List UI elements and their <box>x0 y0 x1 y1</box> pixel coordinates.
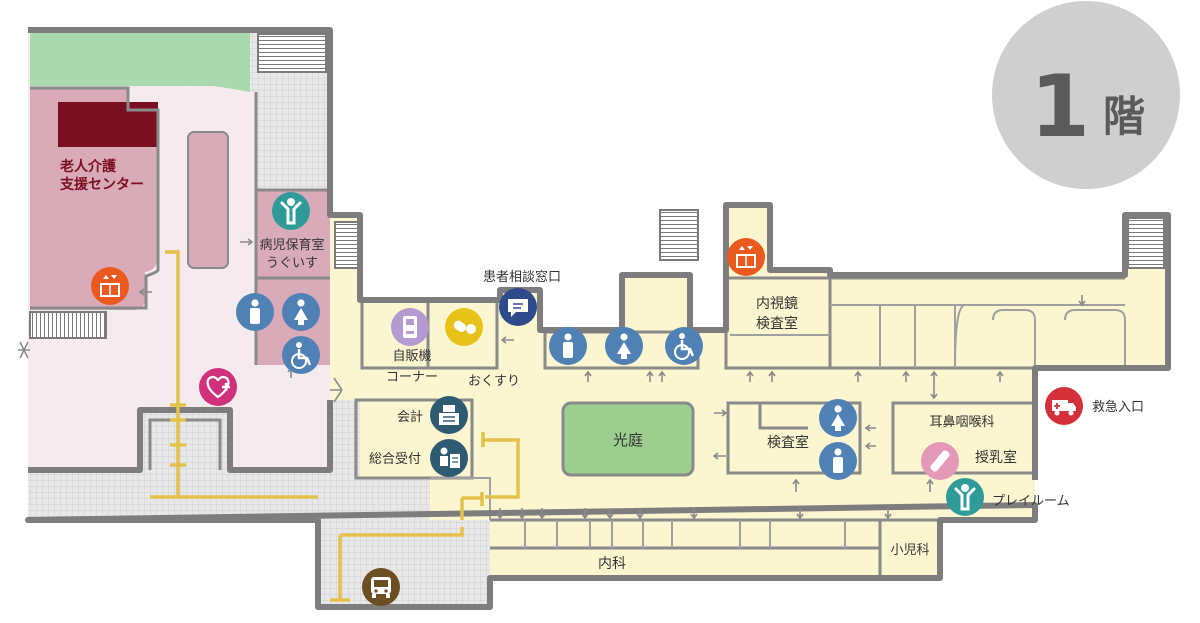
elevator-icon[interactable] <box>91 267 129 305</box>
register-icon[interactable] <box>430 396 468 434</box>
playroom-label: プレイルーム <box>992 494 1070 509</box>
stairs-central <box>334 221 360 269</box>
wheelchair-icon[interactable] <box>665 327 703 365</box>
courtyard-label: 光庭 <box>613 431 643 449</box>
reception-icon[interactable] <box>430 439 468 477</box>
wheelchair-icon[interactable] <box>282 336 320 374</box>
vending-label-1: 自販機 <box>392 349 431 364</box>
endoscopy-label-2: 検査室 <box>756 315 798 332</box>
ent-label: 耳鼻咽喉科 <box>929 414 994 430</box>
direction-arrows <box>18 238 1086 520</box>
room-labels: 老人介護 支援センター 病児保育室 うぐいす 患者相談窓口 自販機 コーナー お… <box>59 158 1144 572</box>
stairs-west <box>29 311 107 339</box>
elevator-icon[interactable] <box>727 238 765 276</box>
baby-bottle-icon <box>921 442 959 480</box>
pharmacy-label: おくすり <box>468 374 520 389</box>
pediatrics-label: 小児科 <box>890 543 929 558</box>
map-icons <box>91 192 1083 606</box>
restroom-female-icon[interactable] <box>282 293 320 331</box>
restroom-male-icon[interactable] <box>236 293 274 331</box>
reception-label: 総合受付 <box>369 452 421 467</box>
ambulance-icon[interactable] <box>1045 387 1083 425</box>
stairs-north-east <box>659 209 699 261</box>
medicine-icon <box>445 308 483 346</box>
restroom-female-icon[interactable] <box>605 327 643 365</box>
endoscopy-label-1: 内視鏡 <box>756 296 798 312</box>
emergency-label: 救急入口 <box>1092 399 1144 415</box>
elderly-care-label-1: 老人介護 <box>60 158 117 175</box>
floor-number: 1 <box>1030 57 1090 157</box>
nursing-label: 授乳室 <box>975 449 1017 466</box>
vending-label-2: コーナー <box>386 370 438 385</box>
west-wing <box>28 30 330 470</box>
vending-icon <box>391 308 429 346</box>
sick-child-label-2: うぐいす <box>266 256 318 271</box>
floor-suffix: 階 <box>1103 92 1145 141</box>
lab-label: 検査室 <box>767 434 809 451</box>
floor-badge: 1 階 <box>992 1 1180 189</box>
restroom-male-icon[interactable] <box>549 327 587 365</box>
garden <box>30 32 250 86</box>
restroom-female-icon[interactable] <box>819 399 857 437</box>
central-column <box>187 131 229 269</box>
courtyard <box>561 401 695 477</box>
internal-medicine-label: 内科 <box>598 556 626 572</box>
floor-badge-circle <box>992 1 1180 189</box>
elderly-care-office <box>58 102 158 147</box>
accounting-label: 会計 <box>397 409 423 425</box>
accessible-route <box>150 250 520 602</box>
consultation-label: 患者相談窓口 <box>483 269 561 285</box>
speech-bubble-icon[interactable] <box>499 288 537 326</box>
sick-child-label-1: 病児保育室 <box>259 237 324 253</box>
restroom-male-icon[interactable] <box>819 442 857 480</box>
child-icon <box>272 192 310 230</box>
child-icon <box>946 478 984 516</box>
stairs-north <box>257 33 327 73</box>
bus-icon[interactable] <box>362 568 400 606</box>
heart-care-icon <box>199 368 237 406</box>
entrance-plaza <box>28 410 490 607</box>
stairs-east <box>1127 217 1165 269</box>
elderly-care-label-2: 支援センター <box>59 176 144 193</box>
